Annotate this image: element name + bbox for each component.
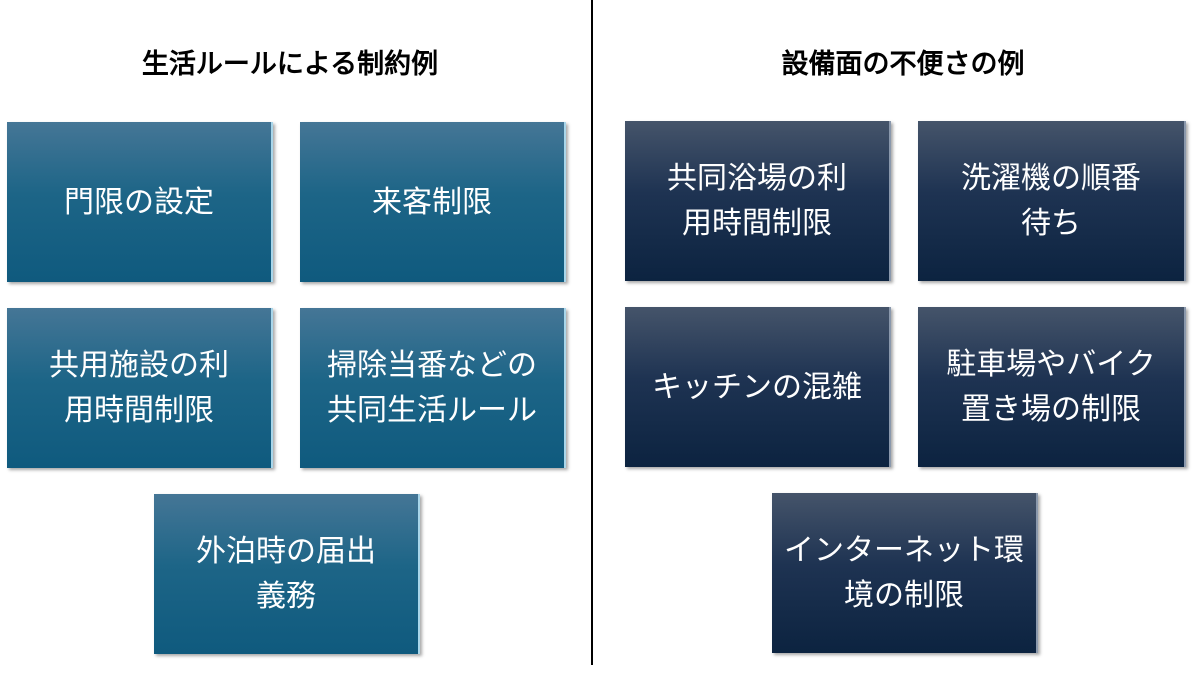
box-label: キッチンの混雑 <box>652 369 862 405</box>
right-box-internet: インターネット環 境の制限 <box>772 493 1038 653</box>
divider <box>591 0 593 665</box>
box-label: 共同浴場の利 用時間制限 <box>667 161 847 241</box>
right-heading: 設備面の不便さの例 <box>781 49 1025 80</box>
box-label: 共用施設の利 用時間制限 <box>49 348 229 428</box>
box-label: 来客制限 <box>372 184 492 220</box>
box-label: 掃除当番などの 共同生活ルール <box>327 348 537 428</box>
left-heading: 生活ルールによる制約例 <box>141 49 439 80</box>
left-box-cleaning-duty: 掃除当番などの 共同生活ルール <box>300 308 566 468</box>
left-box-overnight: 外泊時の届出 義務 <box>154 494 420 654</box>
left-box-shared-facility: 共用施設の利 用時間制限 <box>7 308 273 468</box>
right-box-bath: 共同浴場の利 用時間制限 <box>625 121 891 281</box>
box-label: 洗濯機の順番 待ち <box>961 161 1141 241</box>
box-label: 門限の設定 <box>64 184 214 220</box>
right-box-laundry: 洗濯機の順番 待ち <box>918 121 1186 281</box>
box-label: 駐車場やバイク 置き場の制限 <box>946 347 1156 427</box>
left-box-visitor: 来客制限 <box>300 122 566 282</box>
box-label: インターネット環 境の制限 <box>784 533 1024 613</box>
right-box-kitchen: キッチンの混雑 <box>625 307 891 467</box>
right-box-parking: 駐車場やバイク 置き場の制限 <box>918 307 1186 467</box>
box-label: 外泊時の届出 義務 <box>196 534 376 614</box>
left-box-curfew: 門限の設定 <box>7 122 273 282</box>
